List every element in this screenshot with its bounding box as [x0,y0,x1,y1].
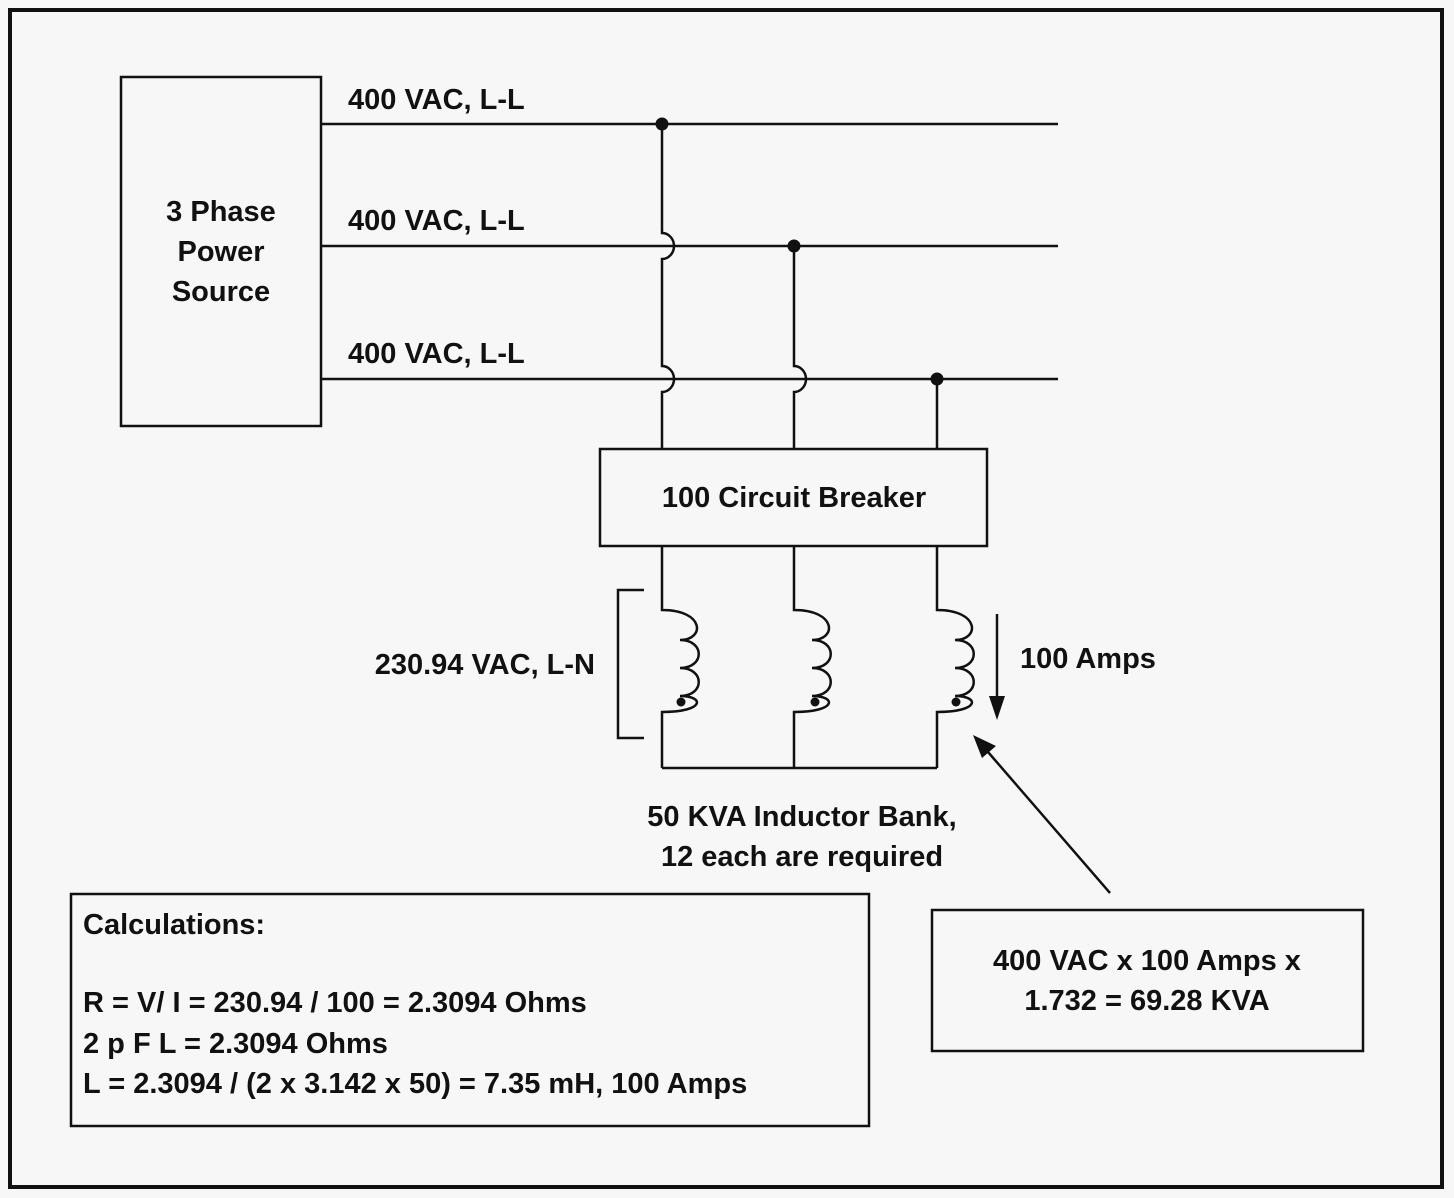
junction-dot-3 [930,372,944,386]
power-source-label-line2: Power [177,236,264,268]
junction-dot-2 [787,239,801,253]
kva-box [930,908,1365,1053]
junction-dot-1 [655,117,669,131]
power-source-block: 3 Phase Power Source [119,75,323,428]
bank-caption-line1: 50 KVA Inductor Bank, [647,801,956,833]
feeder-phase-1 [660,124,676,449]
pointer-arrow-head [973,735,996,758]
phase-line-3-label: 400 VAC, L-L [348,338,525,370]
calculations-box [69,892,871,1128]
power-source-label-line3: Source [172,276,270,308]
calculation-line-1: R = V/ I = 230.94 / 100 = 2.3094 Ohms [83,987,587,1019]
kva-line-1: 400 VAC x 100 Amps x [993,945,1301,977]
power-source-label-line1: 3 Phase [166,196,276,228]
polarity-dot-2 [810,697,820,707]
pointer-arrow [973,735,1111,894]
inductor-3 [935,546,975,768]
inductor-1 [660,546,700,768]
bank-caption-line2: 12 each are required [661,841,943,873]
voltage-bracket [616,588,644,740]
calculations-title: Calculations: [83,909,265,941]
outer-frame [8,8,1444,1189]
inductor-2 [792,546,832,768]
feeder-phase-2 [792,246,808,449]
current-arrow-head [989,696,1005,720]
kva-block: 400 VAC x 100 Amps x 1.732 = 69.28 KVA [930,908,1365,1053]
power-source-box [119,75,323,428]
current-arrow [989,614,1005,720]
pointer-arrow-shaft [987,751,1111,894]
calculation-line-2: 2 p F L = 2.3094 Ohms [83,1028,388,1060]
phase-line-2-label: 400 VAC, L-L [348,205,525,237]
polarity-dot-3 [951,697,961,707]
current-label: 100 Amps [1020,643,1156,675]
breaker-feeders [660,124,939,449]
inductor-bank [616,546,975,770]
inductor-voltage-label: 230.94 VAC, L-N [375,649,595,681]
phase-line-1-label: 400 VAC, L-L [348,84,525,116]
circuit-breaker-label: 100 Circuit Breaker [662,482,926,514]
calculation-line-3: L = 2.3094 / (2 x 3.142 x 50) = 7.35 mH,… [83,1068,747,1100]
polarity-dot-1 [676,697,686,707]
kva-line-2: 1.732 = 69.28 KVA [1024,985,1269,1017]
calculations-block: Calculations: R = V/ I = 230.94 / 100 = … [69,892,871,1128]
